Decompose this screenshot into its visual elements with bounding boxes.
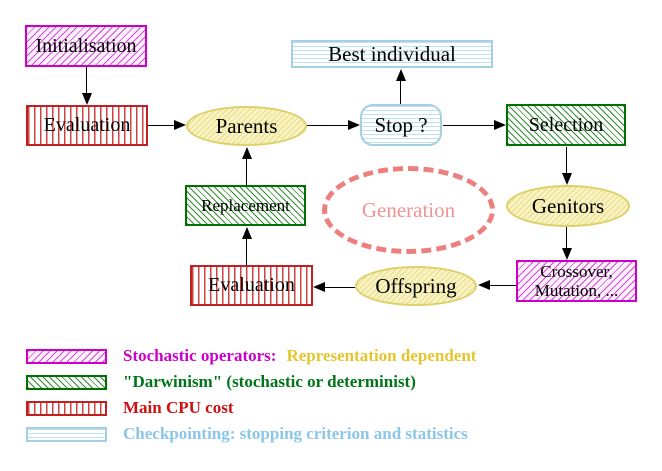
node-selection-label: Selection [528,113,604,136]
node-initialisation: Initialisation [25,25,147,67]
node-crossover-label-line1: Crossover, [540,262,613,281]
legend-label-checkpointing: Checkpointing: stopping criterion and st… [123,424,468,443]
node-evaluation-bottom: Evaluation [190,265,313,306]
node-selection: Selection [506,104,626,146]
node-crossover-label-line2: Mutation, ... [534,281,619,300]
node-generation: Generation [322,166,495,254]
node-initialisation-label: Initialisation [35,34,137,57]
legend-row-darwinism: "Darwinism" (stochastic or determinist) [26,372,416,392]
legend-label-darwinism: "Darwinism" (stochastic or determinist) [123,372,416,391]
node-genitors-label: Genitors [531,193,605,218]
node-parents-label: Parents [215,113,278,138]
legend-label-representation: Representation dependent [286,346,477,365]
legend-row-cpu-cost: Main CPU cost [26,398,233,418]
node-generation-label: Generation [361,197,456,222]
node-stop-label: Stop ? [374,112,428,137]
node-evaluation-bottom-label: Evaluation [208,274,295,296]
node-offspring-label: Offspring [375,273,457,298]
magenta-hatch-swatch [26,348,107,364]
green-hatch-swatch [26,374,107,390]
node-stop: Stop ? [360,104,442,146]
node-evaluation-top: Evaluation [26,105,148,146]
legend-row-stochastic-operators: Stochastic operators: Representation dep… [26,346,476,366]
node-offspring: Offspring [355,266,477,306]
node-best-individual-label: Best individual [328,41,456,66]
node-best-individual: Best individual [291,40,493,68]
cyan-stripe-swatch [26,426,107,442]
node-crossover-mutation: Crossover, Mutation, ... [516,260,637,302]
legend-row-checkpointing: Checkpointing: stopping criterion and st… [26,424,468,444]
node-replacement-label: Replacement [201,195,290,215]
node-replacement: Replacement [185,185,306,226]
node-genitors: Genitors [506,185,630,227]
node-parents: Parents [186,106,307,146]
red-stripe-swatch [26,400,107,416]
legend-label-cpu: Main CPU cost [123,398,234,417]
legend-label-stochastic: Stochastic operators: [123,346,277,365]
node-evaluation-top-label: Evaluation [43,114,131,136]
